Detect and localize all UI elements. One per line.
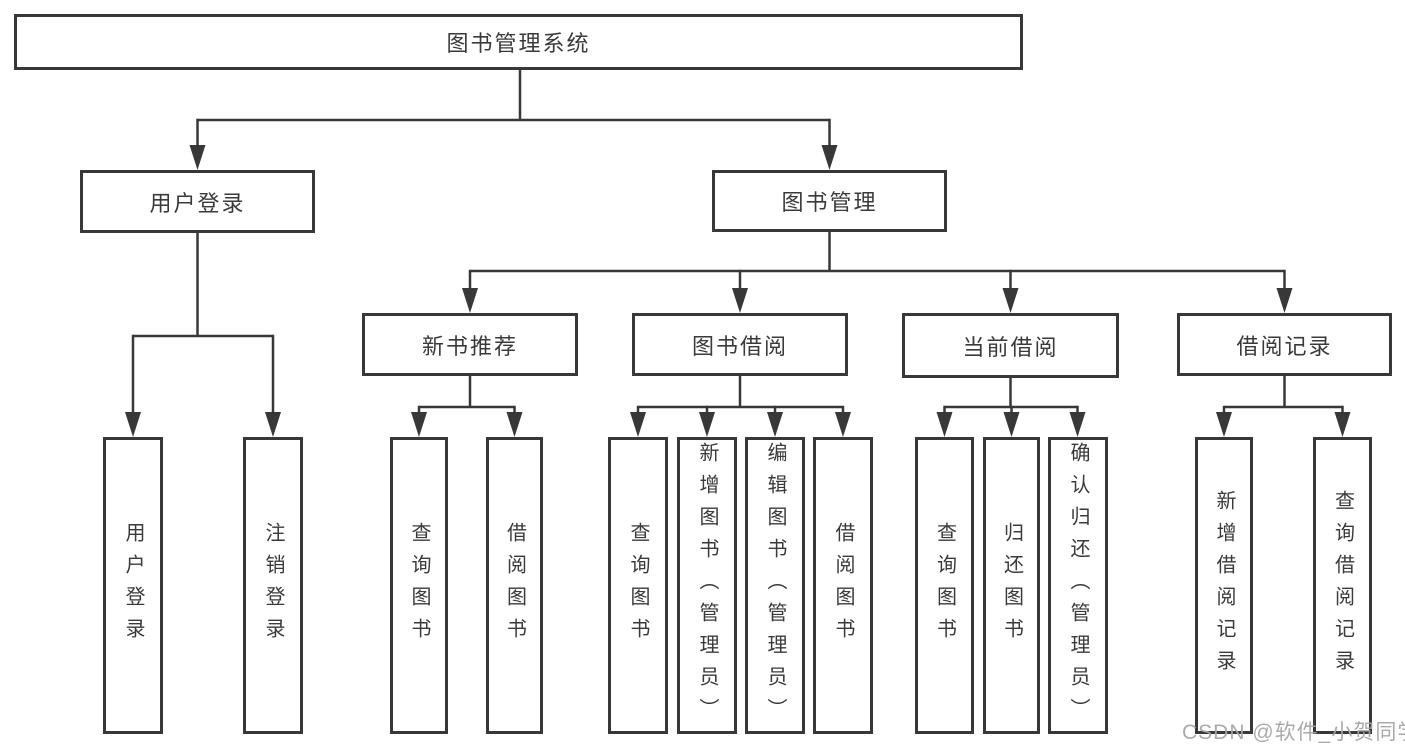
- leaf-add-borrow-record: 新增借阅记录: [1195, 437, 1253, 734]
- leaf-add-book-admin: 新增图书（管理员）: [677, 437, 737, 734]
- node-label: 编辑图书（管理员）: [764, 441, 786, 730]
- leaf-return-books: 归还图书: [983, 437, 1040, 734]
- node-label: 确认归还（管理员）: [1067, 441, 1089, 730]
- watermark: CSDN @软件_小贺同学: [1182, 721, 1405, 744]
- arrowhead-icons: [125, 145, 1351, 437]
- node-label: 图书管理系统: [446, 31, 591, 56]
- leaf-query-books: 查询图书: [390, 437, 448, 734]
- leaf-query-books: 查询图书: [608, 437, 668, 734]
- node-label: 图书管理: [781, 190, 878, 215]
- node-label: 新增借阅记录: [1213, 489, 1235, 682]
- leaf-query-borrow-record: 查询借阅记录: [1313, 437, 1372, 734]
- node-label: 查询图书: [933, 521, 956, 650]
- node-label: 新书推荐: [421, 333, 518, 359]
- node-book-management: 图书管理: [712, 170, 947, 232]
- node-label: 当前借阅: [962, 334, 1059, 360]
- node-label: 查询借阅记录: [1331, 489, 1354, 682]
- node-label: 借阅图书: [832, 521, 854, 650]
- leaf-confirm-return-admin: 确认归还（管理员）: [1048, 437, 1108, 734]
- leaf-query-books: 查询图书: [915, 437, 974, 734]
- node-book-borrowing: 图书借阅: [632, 313, 848, 376]
- node-borrowing-records: 借阅记录: [1177, 313, 1392, 376]
- leaf-borrow-books: 借阅图书: [813, 437, 873, 734]
- node-label: 借阅图书: [503, 521, 526, 650]
- node-label: 图书借阅: [691, 333, 788, 359]
- node-label: 归还图书: [1000, 521, 1023, 650]
- node-label: 新增图书（管理员）: [696, 441, 718, 730]
- node-current-borrowing: 当前借阅: [902, 313, 1119, 378]
- leaf-borrow-books: 借阅图书: [486, 437, 543, 734]
- node-label: 借阅记录: [1236, 333, 1333, 359]
- node-library-management-system: 图书管理系统: [14, 14, 1023, 70]
- node-label: 查询图书: [627, 521, 649, 650]
- leaf-edit-book-admin: 编辑图书（管理员）: [745, 437, 805, 734]
- node-label: 用户登录: [122, 521, 144, 650]
- node-label: 注销登录: [262, 521, 284, 650]
- node-label: 查询图书: [408, 521, 430, 650]
- node-user-login: 用户登录: [80, 170, 315, 233]
- node-new-book-recommendation: 新书推荐: [362, 313, 578, 376]
- leaf-logout: 注销登录: [243, 437, 303, 734]
- leaf-user-login: 用户登录: [103, 437, 163, 734]
- node-label: 用户登录: [149, 190, 246, 216]
